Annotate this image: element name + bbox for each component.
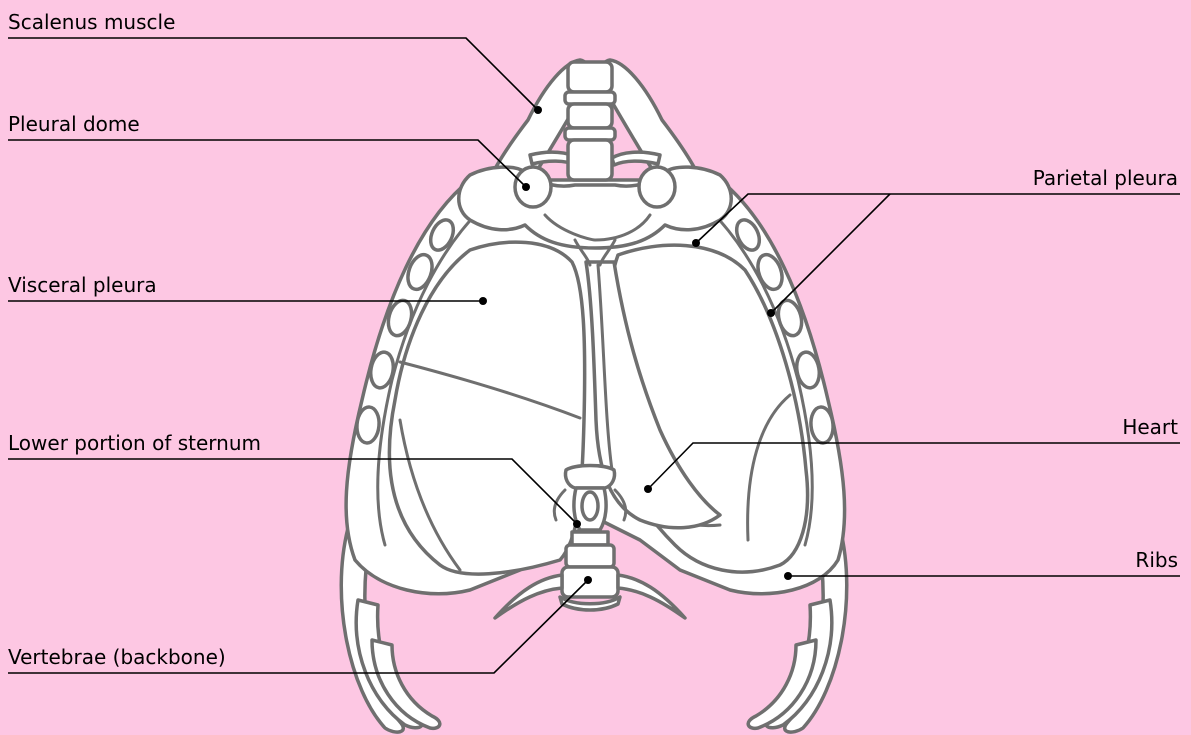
label-pleural-dome: Pleural dome — [8, 112, 140, 136]
label-scalenus-muscle: Scalenus muscle — [8, 10, 175, 34]
label-vertebrae: Vertebrae (backbone) — [8, 645, 226, 669]
label-parietal-pleura: Parietal pleura — [1033, 166, 1178, 190]
label-visceral-pleura: Visceral pleura — [8, 273, 157, 297]
label-lower-sternum: Lower portion of sternum — [8, 431, 261, 455]
label-heart: Heart — [1122, 415, 1178, 439]
label-ribs: Ribs — [1135, 548, 1178, 572]
